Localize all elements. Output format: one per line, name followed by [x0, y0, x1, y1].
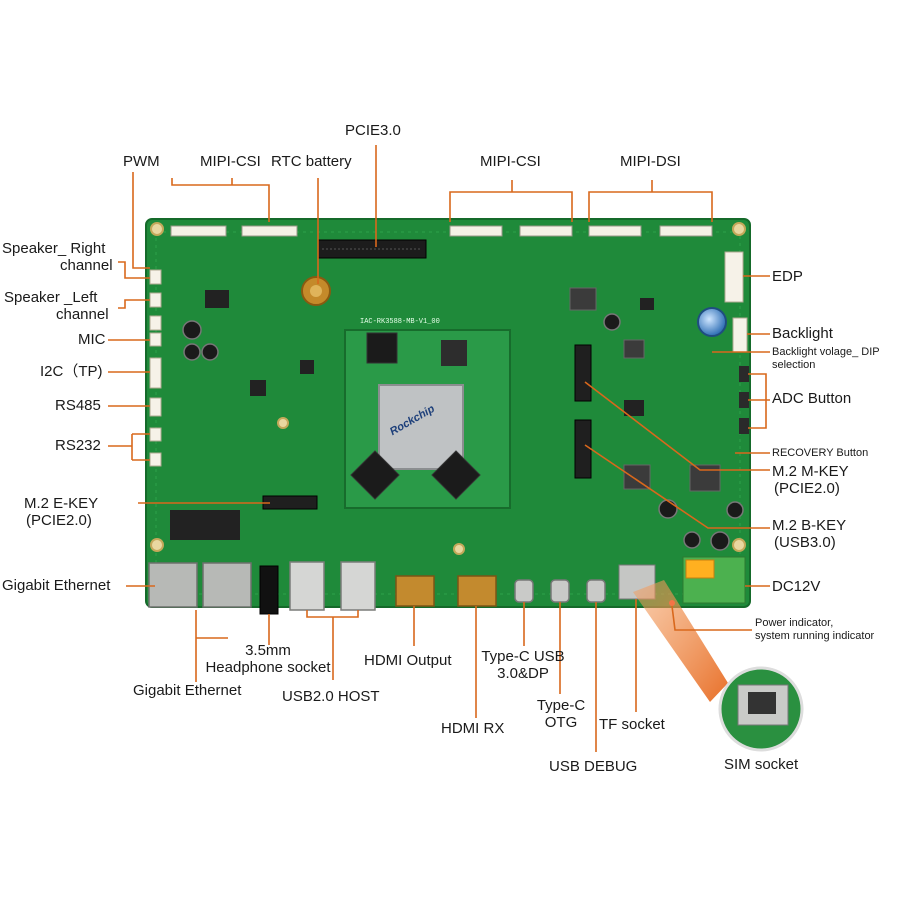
label-typec-usb-line2: 3.0&DP — [497, 665, 549, 682]
memory-chips — [350, 332, 481, 500]
capacitor — [697, 307, 727, 337]
label-speaker-right: Speaker_ Right channel — [2, 240, 113, 274]
label-power-indicator-line2: system running indicator — [755, 630, 875, 642]
inductors — [569, 287, 721, 492]
label-headphone-line1: 3.5mm — [245, 642, 291, 659]
label-backlight: Backlight — [772, 325, 833, 342]
mounting-holes — [150, 222, 746, 555]
label-speaker-left-line2: channel — [56, 306, 109, 323]
label-m2-mkey-line1: M.2 M-KEY — [772, 463, 849, 480]
label-usb20-host: USB2.0 HOST — [282, 688, 380, 705]
emmc-chip — [441, 340, 467, 366]
label-typec-otg-line2: OTG — [544, 714, 578, 731]
label-mic: MIC — [78, 331, 106, 348]
label-hdmi-output: HDMI Output — [364, 652, 452, 669]
label-rs485: RS485 — [55, 397, 101, 414]
label-sim-socket: SIM socket — [724, 756, 799, 773]
label-speaker-right-line1: Speaker_ Right — [2, 240, 106, 257]
misc-ics — [170, 290, 654, 540]
usb-host-ports — [289, 561, 376, 611]
label-mipi-csi-left: MIPI-CSI — [200, 153, 261, 170]
label-speaker-left-line1: Speaker _Left — [4, 289, 98, 306]
label-m2-ekey-line2: (PCIE2.0) — [26, 512, 92, 529]
headphone-jack — [259, 565, 279, 615]
label-rs232: RS232 — [55, 437, 101, 454]
top-fpc-connectors — [170, 225, 713, 237]
label-backlight-dip-line2: selection — [772, 359, 816, 371]
label-gigabit-eth-bottom: Gigabit Ethernet — [133, 682, 242, 699]
label-m2-ekey-line1: M.2 E-KEY — [24, 495, 99, 512]
label-hdmi-rx: HDMI RX — [441, 720, 505, 737]
label-backlight-dip: Backlight volage_ DIP selection — [772, 346, 880, 372]
label-backlight-dip-line1: Backlight volage_ DIP — [772, 346, 880, 358]
label-m2-bkey: M.2 B-KEY (USB3.0) — [772, 517, 846, 551]
label-mipi-dsi: MIPI-DSI — [620, 153, 681, 170]
label-pwm: PWM — [123, 153, 160, 170]
dc-jack — [685, 559, 715, 579]
edp-connector — [724, 251, 744, 303]
adc-buttons — [739, 366, 749, 434]
label-edp: EDP — [772, 268, 803, 285]
left-headers — [149, 269, 162, 467]
label-i2c: I2C（TP) — [40, 363, 103, 380]
label-headphone-line2: Headphone socket — [205, 659, 331, 676]
label-m2-mkey: M.2 M-KEY (PCIE2.0) — [772, 463, 849, 497]
small-capacitors — [182, 313, 744, 551]
sim-callout-arrow — [633, 580, 728, 702]
rk3588-chip — [378, 384, 464, 470]
hdmi-ports — [395, 575, 497, 607]
typec-ports — [514, 579, 606, 603]
label-typec-usb: Type-C USB 3.0&DP — [473, 648, 573, 682]
label-mipi-csi-right: MIPI-CSI — [480, 153, 541, 170]
label-typec-otg: Type-C OTG — [526, 697, 596, 731]
leader-lines — [108, 145, 770, 752]
m2-ekey-slot — [262, 495, 318, 510]
m2-bkey-slot — [574, 419, 592, 479]
label-pcie30: PCIE3.0 — [345, 122, 401, 139]
label-headphone: 3.5mm Headphone socket — [195, 642, 341, 676]
label-typec-otg-line1: Type-C — [536, 697, 586, 714]
label-m2-bkey-line1: M.2 B-KEY — [772, 517, 847, 534]
label-power-indicator-line1: Power indicator, — [755, 617, 834, 629]
label-typec-usb-line1: Type-C USB — [481, 648, 565, 665]
label-adc-button: ADC Button — [772, 390, 852, 407]
label-m2-bkey-line2: (USB3.0) — [774, 534, 836, 551]
label-speaker-right-line2: channel — [60, 257, 113, 274]
label-power-indicator: Power indicator, system running indicato… — [755, 617, 874, 643]
label-dc12v: DC12V — [772, 578, 821, 595]
label-gigabit-eth-left: Gigabit Ethernet — [2, 577, 111, 594]
label-rtc-battery: RTC battery — [271, 153, 352, 170]
ethernet-ports — [148, 562, 252, 608]
board-silkscreen: IAC-RK3588-MB-V1_00 — [360, 318, 440, 326]
label-tf-socket: TF socket — [599, 716, 665, 733]
label-speaker-left: Speaker _Left channel — [4, 289, 109, 323]
label-recovery-button: RECOVERY Button — [772, 447, 869, 459]
label-m2-mkey-line2: (PCIE2.0) — [774, 480, 840, 497]
backlight-connector — [732, 317, 748, 353]
label-m2-ekey: M.2 E-KEY (PCIE2.0) — [24, 495, 98, 529]
m2-mkey-slot — [574, 344, 592, 402]
label-usb-debug: USB DEBUG — [549, 758, 638, 775]
